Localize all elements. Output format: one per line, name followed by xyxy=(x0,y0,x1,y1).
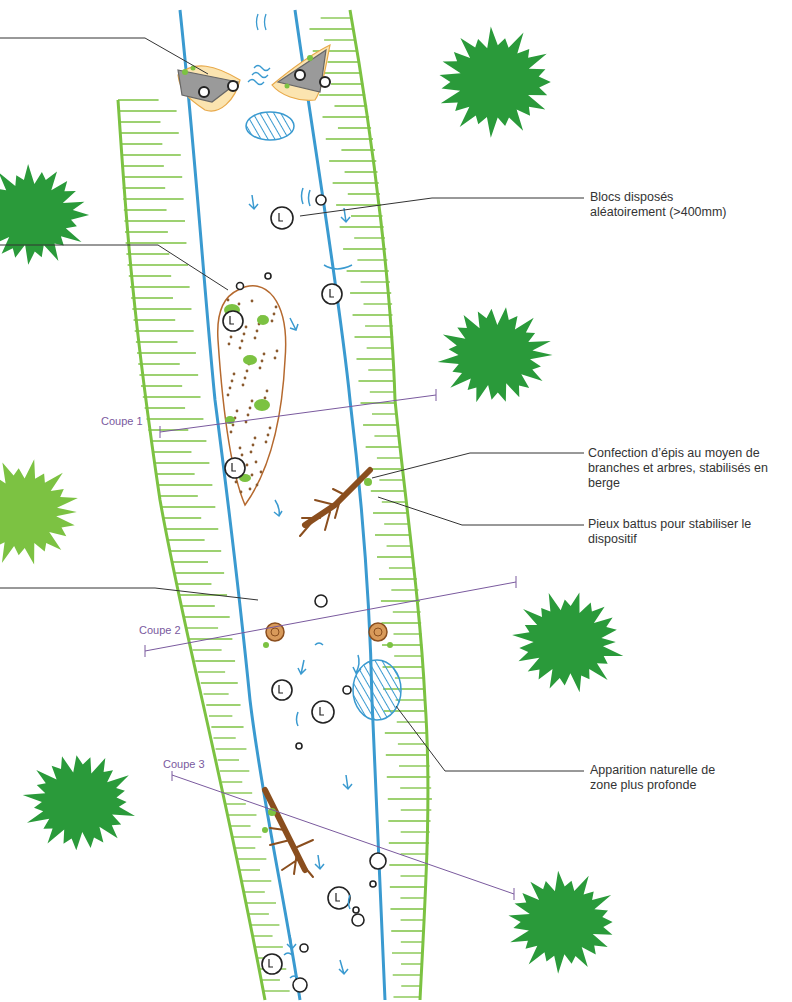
callout-text: Apparition naturelle de zone plus profon… xyxy=(590,763,740,793)
tree-canopy xyxy=(0,164,89,265)
section-label: Coupe 2 xyxy=(138,624,182,637)
callout-text: Blocs disposés aléatoirement (>400mm) xyxy=(590,190,740,220)
tree-canopy xyxy=(438,307,553,402)
tree-canopy xyxy=(509,871,613,974)
callout-text: Confection d’épis au moyen de branches e… xyxy=(588,446,788,491)
tree-canopy xyxy=(512,592,623,692)
tree-canopy xyxy=(440,27,551,138)
section-label: Coupe 3 xyxy=(162,758,206,771)
callout-text: Pieux battus pour stabiliser le disposit… xyxy=(588,517,788,547)
tree-canopy xyxy=(23,755,135,850)
section-label: Coupe 1 xyxy=(100,415,144,428)
tree-canopy xyxy=(0,459,78,564)
